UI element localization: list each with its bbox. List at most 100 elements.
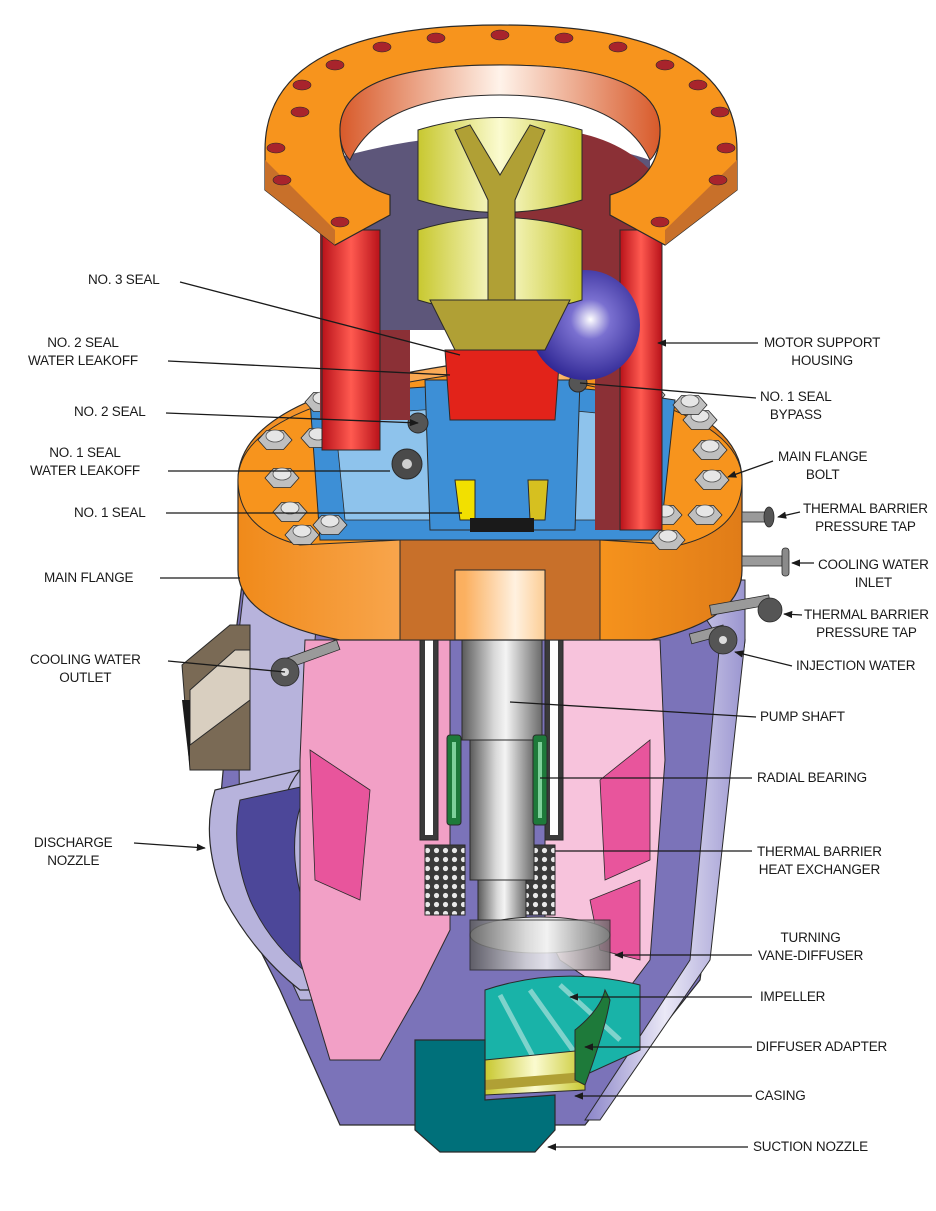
bolt-hole	[490, 29, 510, 41]
flange-bolt	[312, 514, 348, 535]
bolt-hole	[710, 106, 730, 118]
label-line: NO. 1 SEAL	[760, 389, 832, 404]
label-thermal-barrier-pressure-tap-2: THERMAL BARRIER PRESSURE TAP	[804, 606, 929, 642]
flange-bolt	[694, 469, 730, 490]
leader-thermal-barrier-pressure-tap-1	[777, 511, 801, 519]
label-line: INLET	[854, 575, 892, 590]
label-no3-seal: NO. 3 SEAL	[88, 271, 160, 289]
label-line: NO. 3 SEAL	[88, 272, 160, 287]
support-foot	[181, 624, 251, 771]
bolt-hole	[708, 174, 728, 186]
label-main-flange: MAIN FLANGE	[44, 569, 134, 587]
flange-bolt	[272, 501, 308, 522]
label-line: NOZZLE	[47, 853, 100, 868]
bolt-hole	[716, 142, 736, 154]
label-no2-seal: NO. 2 SEAL	[74, 403, 146, 421]
label-line: PUMP SHAFT	[760, 709, 845, 724]
motor-flange	[264, 24, 738, 246]
label-line: PRESSURE TAP	[815, 519, 916, 534]
label-line: RADIAL BEARING	[757, 770, 867, 785]
label-no1-seal: NO. 1 SEAL	[74, 504, 146, 522]
label-no2-seal-water-leakoff: NO. 2 SEAL WATER LEAKOFF	[28, 334, 138, 370]
leader-no2-seal-water-leakoff	[167, 360, 451, 376]
label-injection-water: INJECTION WATER	[796, 657, 915, 675]
leader-pump-shaft	[509, 701, 757, 718]
label-line: MAIN FLANGE	[44, 570, 134, 585]
label-line: WATER LEAKOFF	[28, 353, 138, 368]
flange-bolt	[692, 439, 728, 460]
label-turning-vane-diffuser: TURNING VANE-DIFFUSER	[758, 929, 863, 965]
radial-bearing	[446, 734, 548, 826]
bolt-hole	[272, 174, 292, 186]
bolt-hole	[554, 32, 574, 44]
leader-no2-seal	[165, 412, 419, 427]
bolt-hole	[330, 216, 350, 228]
leader-main-flange-bolt	[727, 460, 774, 478]
label-line: INJECTION WATER	[796, 658, 916, 673]
label-line: HOUSING	[791, 353, 853, 368]
leader-discharge-nozzle	[133, 842, 206, 852]
label-line: NO. 1 SEAL	[74, 505, 146, 520]
label-line: THERMAL BARRIER	[803, 501, 928, 516]
label-line: PRESSURE TAP	[816, 625, 917, 640]
label-line: IMPELLER	[760, 989, 826, 1004]
label-cooling-water-outlet: COOLING WATER OUTLET	[30, 651, 141, 687]
label-line: CASING	[755, 1088, 806, 1103]
label-line: SUCTION NOZZLE	[753, 1139, 868, 1154]
label-cooling-water-inlet: COOLING WATER INLET	[818, 556, 929, 592]
flange-bolt	[687, 504, 723, 525]
label-line: NO. 2 SEAL	[47, 335, 119, 350]
bolt-hole	[650, 216, 670, 228]
diffuser-adapter	[574, 988, 611, 1086]
flange-bolt	[284, 524, 320, 545]
shaft-coupling	[417, 117, 583, 351]
bolt-hole	[292, 79, 312, 91]
flange-bolt	[672, 394, 708, 415]
label-line: VANE-DIFFUSER	[758, 948, 864, 963]
label-line: COOLING WATER	[30, 652, 141, 667]
bolt-hole	[290, 106, 310, 118]
leader-thermal-barrier-pressure-tap-2	[783, 610, 803, 619]
bolt-hole	[608, 41, 628, 53]
label-line: COOLING WATER	[818, 557, 929, 572]
label-line: NO. 1 SEAL	[49, 445, 121, 460]
label-pump-shaft: PUMP SHAFT	[760, 708, 845, 726]
flange-bolt-holes	[266, 29, 736, 228]
label-line: BOLT	[805, 467, 840, 482]
leader-injection-water	[734, 650, 793, 667]
label-radial-bearing: RADIAL BEARING	[757, 769, 867, 787]
label-suction-nozzle: SUCTION NOZZLE	[753, 1138, 868, 1156]
label-impeller: IMPELLER	[760, 988, 825, 1006]
label-thermal-barrier-pressure-tap-1: THERMAL BARRIER PRESSURE TAP	[803, 500, 928, 536]
label-main-flange-bolt: MAIN FLANGE BOLT	[778, 448, 868, 484]
label-line: OUTLET	[59, 670, 112, 685]
callout-leaders	[133, 281, 814, 1151]
leader-no3-seal	[179, 281, 461, 356]
label-casing: CASING	[755, 1087, 806, 1105]
bolt-hole	[426, 32, 446, 44]
flange-bolt	[257, 429, 293, 450]
label-line: NO. 2 SEAL	[74, 404, 146, 419]
suction-nozzle	[414, 1039, 556, 1153]
label-line: WATER LEAKOFF	[30, 463, 140, 478]
label-line: TURNING	[780, 930, 841, 945]
label-line: HEAT EXCHANGER	[758, 862, 880, 877]
bolt-hole	[325, 59, 345, 71]
flange-bolt	[650, 529, 686, 550]
bolt-hole	[688, 79, 708, 91]
label-no1-seal-water-leakoff: NO. 1 SEAL WATER LEAKOFF	[30, 444, 140, 480]
label-diffuser-adapter: DIFFUSER ADAPTER	[756, 1038, 887, 1056]
label-line: THERMAL BARRIER	[804, 607, 929, 622]
leader-no1-seal-bypass	[579, 382, 757, 399]
label-line: MAIN FLANGE	[778, 449, 868, 464]
bolt-hole	[266, 142, 286, 154]
seal-housing	[391, 349, 588, 532]
label-line: DISCHARGE	[34, 835, 113, 850]
bolt-hole	[372, 41, 392, 53]
label-line: DIFFUSER ADAPTER	[756, 1039, 888, 1054]
label-discharge-nozzle: DISCHARGE NOZZLE	[34, 834, 113, 870]
